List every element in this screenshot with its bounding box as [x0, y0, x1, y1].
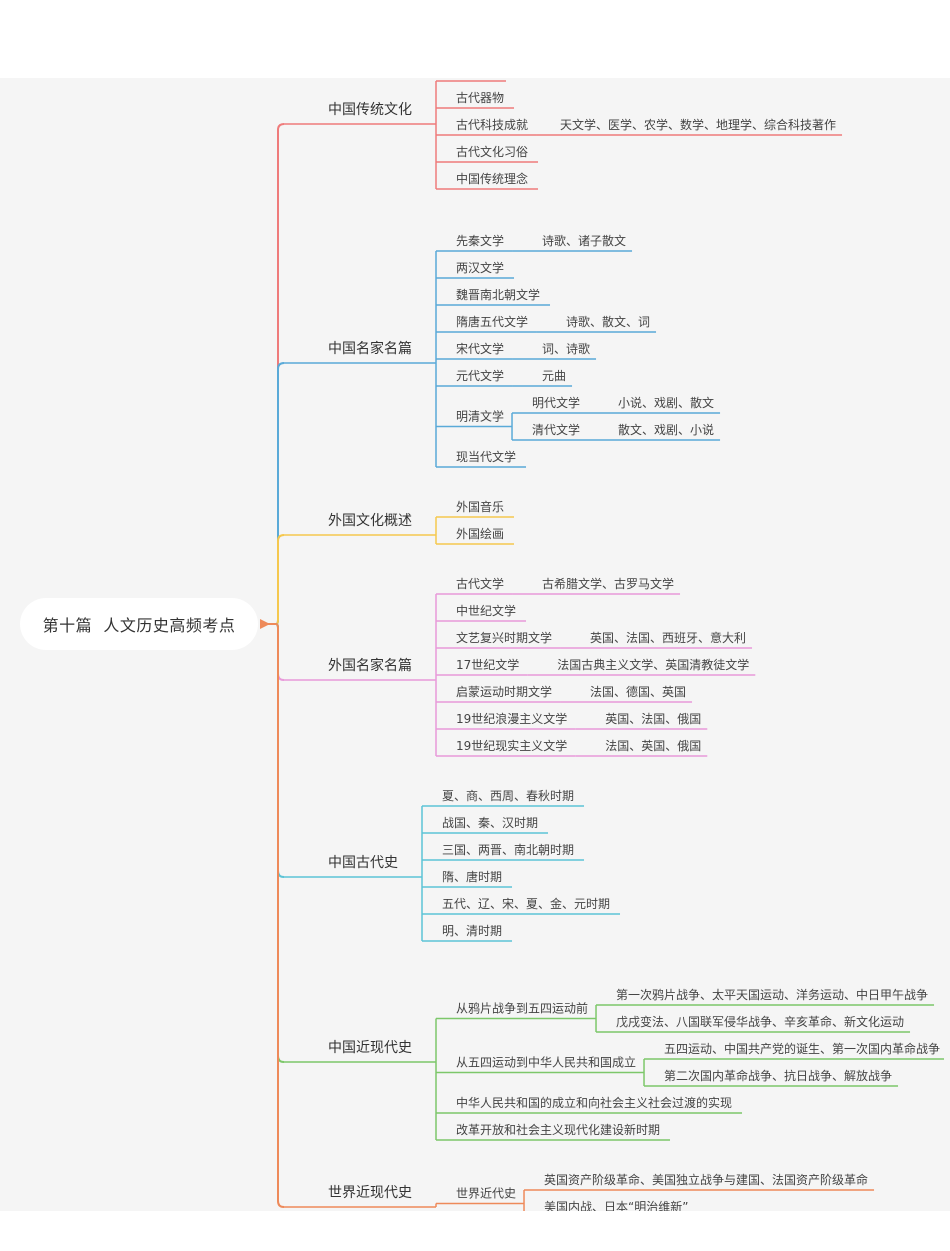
leaf-label: 法国、英国、俄国	[605, 739, 701, 753]
branch-label: 中国近现代史	[328, 1040, 412, 1056]
branch-label: 世界近现代史	[328, 1185, 412, 1201]
node-label: 外国绘画	[456, 526, 504, 541]
node-label: 夏、商、西周、春秋时期	[442, 788, 574, 803]
node-label: 17世纪文学	[456, 657, 519, 672]
node-label: 19世纪现实主义文学	[456, 738, 567, 753]
leaf-label: 诗歌、散文、词	[566, 314, 650, 329]
leaf-label: 法国古典主义文学、英国清教徒文学	[557, 657, 749, 672]
leaf-label: 英国、法国、俄国	[605, 712, 701, 726]
node-label: 文艺复兴时期文学	[456, 630, 552, 645]
leaf-label: 词、诗歌	[542, 341, 590, 356]
trunk-connector	[260, 623, 285, 878]
leaf-label: 元曲	[542, 369, 566, 383]
node-label: 从鸦片战争到五四运动前	[456, 1001, 588, 1016]
leaf-label: 法国、德国、英国	[590, 684, 686, 699]
leaf-label: 天文学、医学、农学、数学、地理学、综合科技著作	[560, 117, 836, 132]
leaf-label: 小说、戏剧、散文	[618, 395, 714, 410]
trunk-connector	[260, 623, 285, 681]
node-label: 五代、辽、宋、夏、金、元时期	[442, 896, 610, 911]
trunk-connector	[260, 362, 285, 625]
sub-node-label: 戊戌变法、八国联军侵华战争、辛亥革命、新文化运动	[616, 1014, 904, 1029]
sub-node-label: 清代文学	[532, 422, 580, 437]
node-label: 古代科技成就	[456, 117, 528, 132]
node-label: 战国、秦、汉时期	[442, 816, 538, 830]
node-label: 古代器物	[456, 90, 504, 105]
node-label: 改革开放和社会主义现代化建设新时期	[456, 1122, 660, 1137]
node-label: 魏晋南北朝文学	[456, 287, 540, 302]
leaf-label: 散文、戏剧、小说	[618, 422, 714, 437]
root-node[interactable]: 第十篇 人文历史高频考点	[20, 598, 258, 650]
node-label: 先秦文学	[456, 233, 504, 248]
root-label: 第十篇 人文历史高频考点	[42, 616, 236, 635]
branch-label: 中国传统文化	[328, 102, 412, 118]
node-label: 启蒙运动时期文学	[456, 684, 552, 699]
node-label: 隋、唐时期	[442, 869, 502, 884]
node-label: 明、清时期	[442, 924, 502, 938]
leaf-label: 诗歌、诸子散文	[542, 233, 626, 248]
sub-node-label: 英国资产阶级革命、美国独立战争与建国、法国资产阶级革命	[544, 1172, 868, 1187]
node-label: 三国、两晋、南北朝时期	[442, 842, 574, 857]
node-label: 现当代文学	[456, 449, 516, 464]
root-arrow-icon	[260, 619, 270, 629]
sub-node-label: 第一次鸦片战争、太平天国运动、洋务运动、中日甲午战争	[616, 987, 928, 1002]
leaf-label: 英国、法国、西班牙、意大利	[590, 630, 746, 645]
branch-label: 外国文化概述	[328, 513, 412, 529]
node-label: 中国传统理念	[456, 171, 528, 186]
sub-node-label: 第二次国内革命战争、抗日战争、解放战争	[664, 1068, 892, 1083]
leaf-label: 古希腊文学、古罗马文学	[542, 576, 674, 591]
node-label: 隋唐五代文学	[456, 314, 528, 329]
node-label: 明清文学	[456, 409, 504, 424]
mindmap-canvas: 中国传统文化 古代器物古代科技成就 天文学、医学、农学、数学、地理学、综合科技著作古…	[0, 78, 950, 1211]
trunk-connector	[260, 123, 285, 625]
node-label: 中世纪文学	[456, 603, 516, 618]
sub-node-label: 美国内战、日本“明治维新”	[544, 1199, 688, 1211]
branch-label: 外国名家名篇	[328, 657, 412, 674]
node-label: 19世纪浪漫主义文学	[456, 711, 567, 726]
node-label: 两汉文学	[456, 260, 504, 275]
node-label: 中华人民共和国的成立和向社会主义社会过渡的实现	[456, 1095, 732, 1110]
node-label: 古代文化习俗	[456, 144, 528, 159]
node-label: 从五四运动到中华人民共和国成立	[456, 1055, 636, 1070]
trunk-connector	[260, 534, 285, 625]
trunk-connector	[260, 623, 285, 1208]
node-label: 宋代文学	[456, 341, 504, 356]
node-label: 外国音乐	[456, 499, 504, 514]
sub-node-label: 五四运动、中国共产党的诞生、第一次国内革命战争	[664, 1041, 940, 1056]
branch-label: 中国古代史	[328, 855, 398, 871]
node-label: 元代文学	[456, 368, 504, 383]
node-label: 古代文学	[456, 576, 504, 591]
branch-label: 中国名家名篇	[328, 340, 412, 357]
node-label: 世界近代史	[456, 1187, 516, 1201]
sub-node-label: 明代文学	[532, 395, 580, 410]
trunk-connector	[260, 623, 285, 1063]
